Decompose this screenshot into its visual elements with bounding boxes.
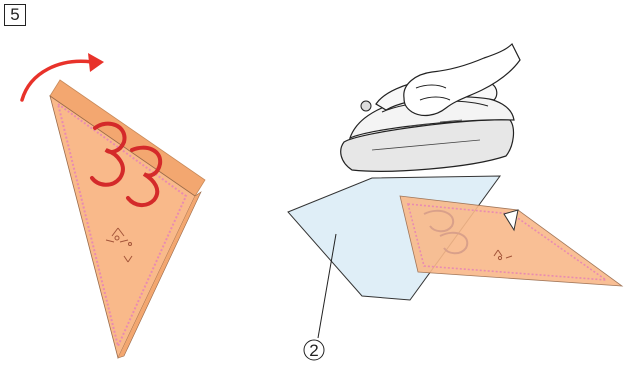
callout-number: 2 [309, 341, 318, 360]
folded-pennant [50, 80, 205, 358]
pennant-under-sheet [400, 196, 622, 286]
